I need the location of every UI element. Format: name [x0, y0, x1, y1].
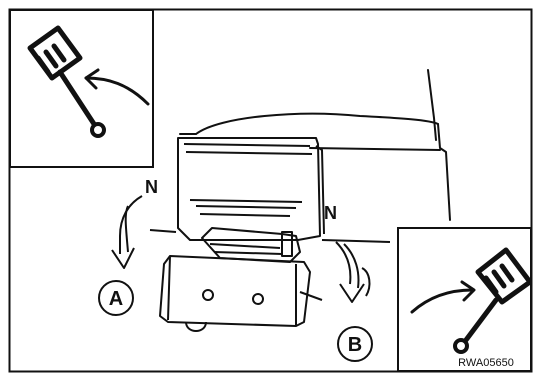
marker-b: B [338, 327, 372, 361]
inset-bottom-right: RWA05650 [398, 228, 531, 371]
rotation-arrow-a [112, 196, 142, 268]
figure-code: RWA05650 [458, 357, 514, 369]
pump-housing [150, 138, 390, 242]
n-label-left: N [145, 177, 158, 197]
svg-text:A: A [109, 288, 123, 310]
n-label-right: N [324, 203, 337, 223]
coupling [202, 228, 300, 262]
svg-text:B: B [348, 334, 362, 356]
lower-bracket [160, 256, 322, 331]
inset-top-left [10, 10, 153, 167]
rotation-arrow-b [336, 242, 369, 302]
marker-a: A [99, 281, 133, 315]
